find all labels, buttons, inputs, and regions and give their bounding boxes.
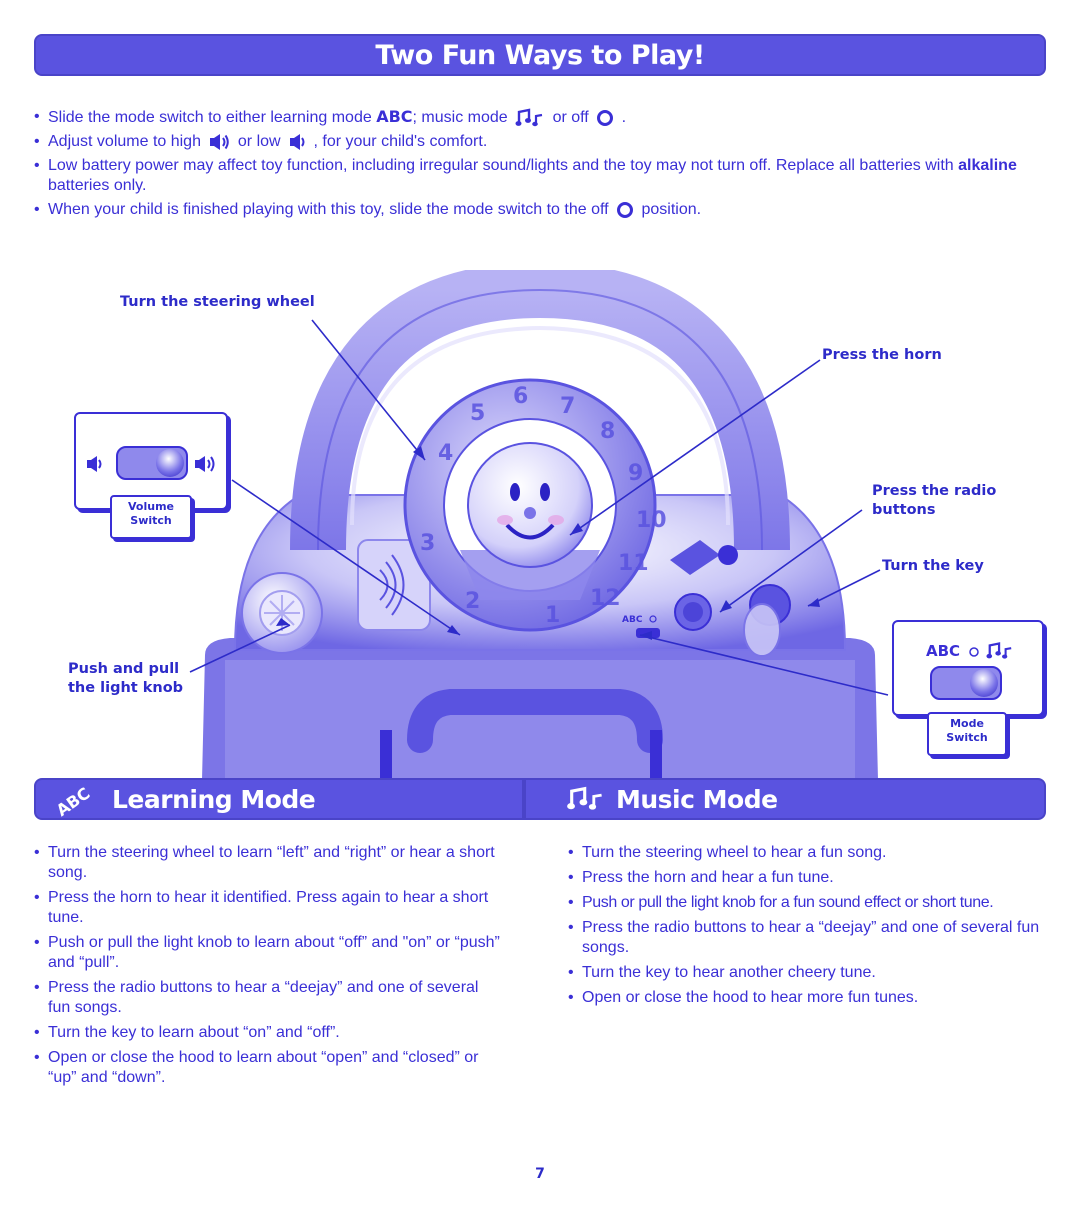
list-item: Push or pull the light knob to learn abo… [34,933,504,973]
off-circle-icon [617,202,634,218]
page-title: Two Fun Ways to Play! [375,39,705,71]
list-item: Turn the steering wheel to hear a fun so… [568,843,1046,863]
music-mode-heading: Music Mode [616,784,778,814]
dial-number: 8 [600,419,615,444]
dial-number: 7 [560,394,575,419]
callout-steering: Turn the steering wheel [120,294,315,310]
intro-bullet-off: When your child is finished playing with… [34,200,1044,220]
volume-low-icon [87,456,102,472]
list-item: Press the horn and hear a fun tune. [568,868,1046,888]
music-mode-list: Turn the steering wheel to hear a fun so… [568,843,1046,1013]
abc-icon: ABC [56,784,93,818]
abc-icon: ABC [376,107,413,126]
list-item: Push or pull the light knob for a fun so… [568,893,1046,913]
off-circle-icon [969,647,979,657]
off-circle-icon [597,109,614,126]
list-item: Turn the key to learn about “on” and “of… [34,1023,504,1043]
dial-number: 3 [420,531,435,556]
callout-light-knob: Push and pull the light knob [68,661,184,696]
dial-number: 10 [636,508,667,533]
list-item: Turn the steering wheel to learn “left” … [34,843,504,883]
volume-low-icon [290,134,305,150]
title-bar: Two Fun Ways to Play! [34,34,1046,76]
mode-switch-label: Mode Switch [927,712,1007,756]
volume-switch-label: Volume Switch [110,495,192,539]
volume-high-icon [210,134,230,150]
intro-instructions: Slide the mode switch to either learning… [34,107,1044,224]
list-item: Press the horn to hear it identified. Pr… [34,888,504,928]
toy-diagram: 4 5 6 7 8 9 10 11 12 1 2 3 ABC [0,270,1080,780]
list-item: Press the radio buttons to hear a “deeja… [34,978,504,1018]
list-item: Press the radio buttons to hear a “deeja… [568,918,1046,958]
dial-number: 2 [465,589,480,614]
music-note-icon [986,642,1012,659]
mode-toggle[interactable] [930,666,1002,700]
list-item: Open or close the hood to hear more fun … [568,988,1046,1008]
abc-icon: ABC [926,642,961,660]
volume-high-icon [195,456,215,472]
intro-bullet-volume: Adjust volume to high or low , for your … [34,132,1044,152]
learning-mode-bar: ABC Learning Mode [34,778,524,820]
intro-bullet-battery: Low battery power may affect toy functio… [34,156,1044,196]
volume-toggle[interactable] [116,446,188,480]
mode-switch-card: ABC [892,620,1044,716]
toy-illustration: 4 5 6 7 8 9 10 11 12 1 2 3 ABC [189,270,889,780]
dial-number: 6 [513,384,528,409]
dial-number: 11 [618,551,649,576]
dial-number: 9 [628,461,643,486]
list-item: Open or close the hood to learn about “o… [34,1048,504,1088]
dial-number: 12 [590,586,621,611]
callout-radio: Press the radio buttons [872,483,997,518]
list-item: Turn the key to hear another cheery tune… [568,963,1046,983]
page-number: 7 [535,1166,545,1182]
dial-number: 4 [438,441,453,466]
learning-mode-heading: Learning Mode [112,784,316,814]
music-note-icon [567,786,602,810]
dial-numbers: 4 5 6 7 8 9 10 11 12 1 2 3 [420,384,667,628]
dial-number: 5 [470,401,485,426]
music-note-icon [515,108,543,126]
dial-number: 1 [545,603,560,628]
svg-text:ABC: ABC [56,784,93,818]
callout-key: Turn the key [882,558,984,574]
learning-mode-list: Turn the steering wheel to learn “left” … [34,843,504,1093]
dash-abc-label: ABC [622,615,643,625]
music-mode-bar: Music Mode [524,778,1046,820]
intro-bullet-mode: Slide the mode switch to either learning… [34,107,1044,128]
callout-horn: Press the horn [822,347,942,363]
